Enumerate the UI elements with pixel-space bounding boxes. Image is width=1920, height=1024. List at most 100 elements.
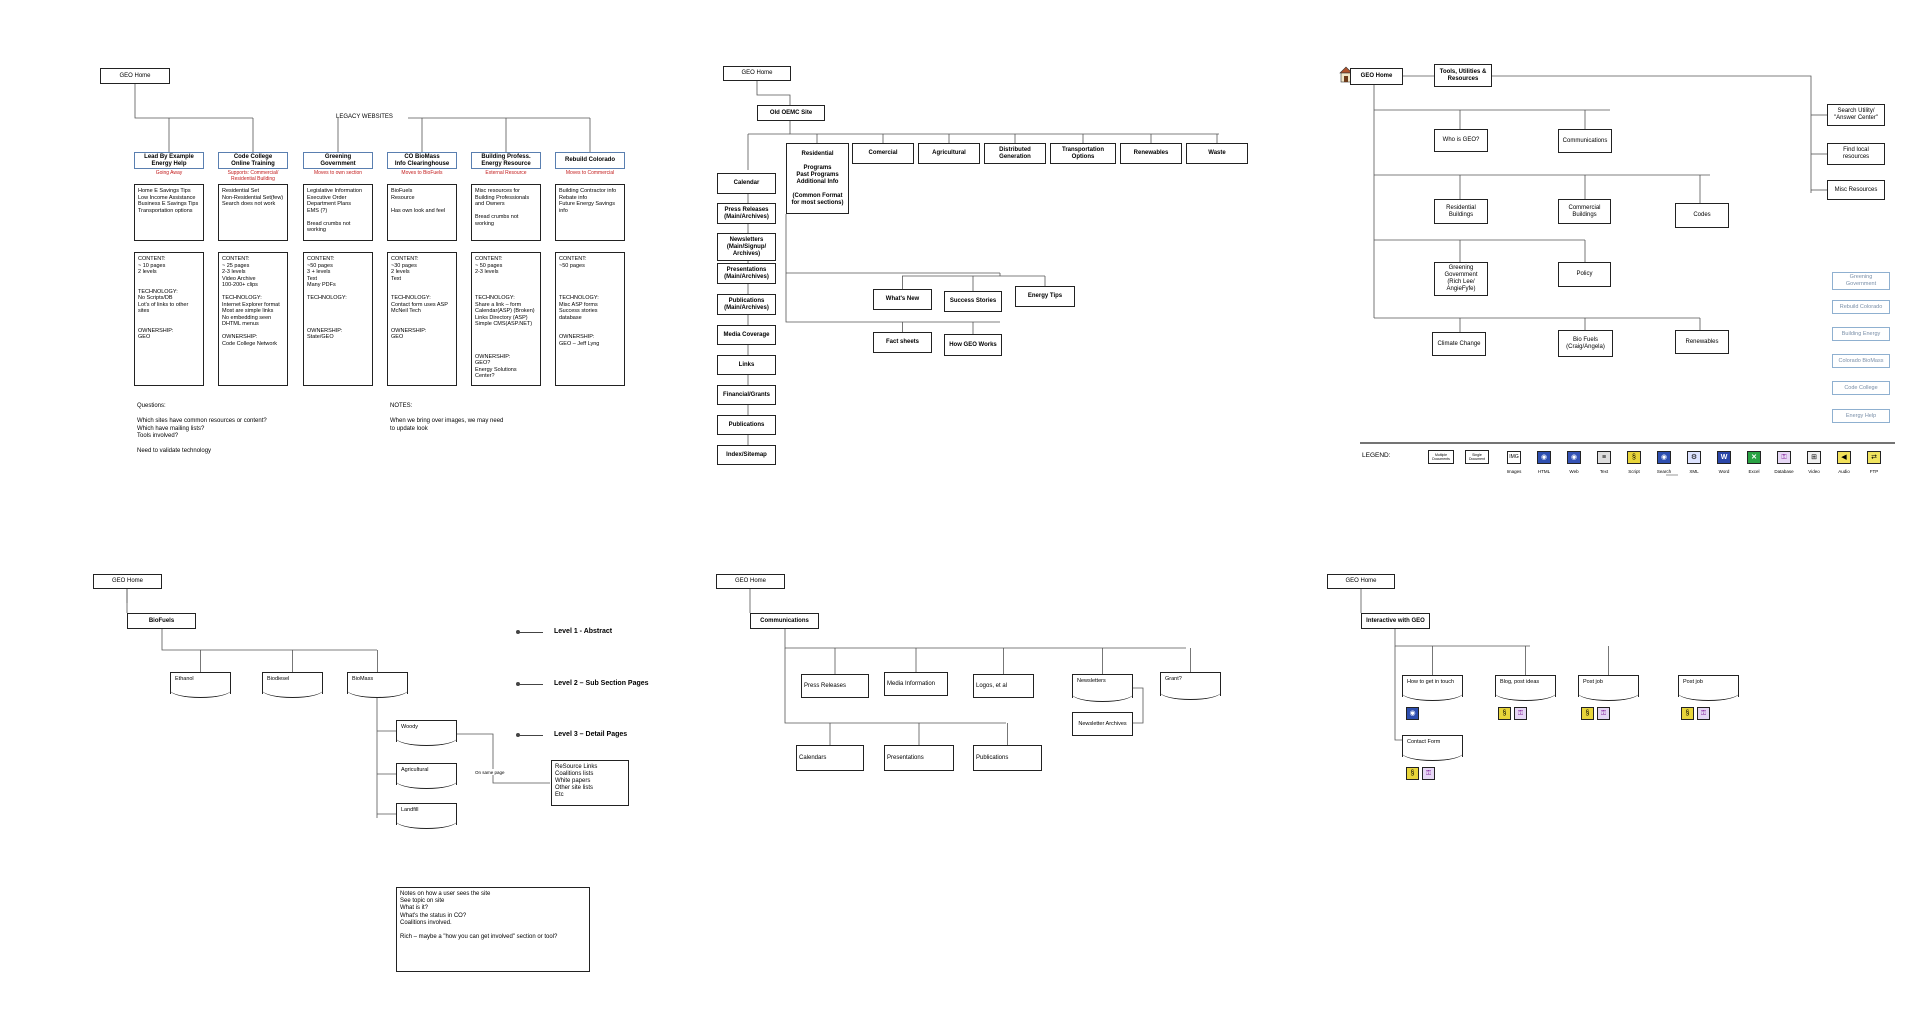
- communications-box: Communications: [750, 613, 819, 629]
- database-icon: ⚿: [1422, 767, 1435, 780]
- node-6: Policy: [1558, 262, 1611, 287]
- ftp-icon: ⇄: [1867, 451, 1881, 464]
- search-icon: ◉: [1406, 707, 1419, 720]
- legacy-site-3: CO BioMass Info Clearinghouse: [387, 152, 457, 169]
- legacy-link-5: Energy Help: [1832, 409, 1890, 423]
- legend-label-3: HTML: [1537, 469, 1551, 474]
- connector-line: [756, 81, 791, 106]
- connector-line: [1394, 646, 1402, 741]
- right-resource-0: Search Utility/ "Answer Center": [1827, 104, 1885, 126]
- oemc-left-3: Presentations (Main/Archives): [717, 263, 776, 284]
- right-resource-2: Misc Resources: [1827, 180, 1885, 200]
- bio-sub-2: Landfill: [396, 803, 457, 829]
- image-icon: IMG: [1507, 451, 1521, 464]
- legend-label-12: Video: [1808, 469, 1820, 474]
- house-icon: [1339, 66, 1353, 83]
- legacy-site-note-0: Going Away: [155, 170, 183, 176]
- legend-label: LEGEND:: [1362, 452, 1391, 459]
- legacy-site-desc-2: Legislative Information Executive Order …: [303, 184, 373, 241]
- biofuels-box: BioFuels: [127, 613, 196, 629]
- notes-text: NOTES: When we bring over images, we may…: [390, 403, 504, 432]
- legacy-site-desc-3: BioFuels Resource Has own look and feel: [387, 184, 457, 241]
- legacy-site-details-2: CONTENT: ~50 pages 3 + levels Text Many …: [303, 252, 373, 386]
- connector-line: [784, 629, 1186, 649]
- legend-label-14: FTP: [1869, 469, 1879, 474]
- geo-home-box-6: GEO Home: [1327, 574, 1395, 589]
- geo-home-box-2: GEO Home: [723, 66, 791, 81]
- legacy-site-2: Greening Government: [303, 152, 373, 169]
- html-icon: ◉: [1537, 451, 1551, 464]
- node-3: Commercial Buildings: [1558, 199, 1611, 224]
- legacy-link-1: Rebuild Colorado: [1832, 300, 1890, 314]
- database-icon: ⚿: [1777, 451, 1791, 464]
- legacy-link-3: Colorado BioMass: [1832, 354, 1890, 368]
- interactive-item-0: How to get in touch: [1402, 675, 1463, 701]
- connector-line: [457, 733, 550, 784]
- node-5: Greening Government (Rich Lee/ AngieFyfe…: [1434, 262, 1488, 296]
- script-icon: §: [1627, 451, 1641, 464]
- oemc-left-9: Index/Sitemap: [717, 445, 776, 465]
- bio-doc-0: Ethanol: [170, 672, 231, 698]
- legend-single-doc: Single Document: [1465, 450, 1489, 464]
- interactive-item-4: Contact Form: [1402, 735, 1463, 761]
- comm-row2-0: Calendars: [796, 745, 864, 771]
- node-8: Bio Fuels (Craig/Angela): [1558, 330, 1613, 357]
- database-icon: ⚿: [1597, 707, 1610, 720]
- legacy-site-details-0: CONTENT: ~ 10 pages 2 levels TECHNOLOGY:…: [134, 252, 204, 386]
- oemc-mid-0: What's New: [873, 289, 932, 310]
- level-arrow-1: [516, 682, 543, 686]
- node-7: Climate Change: [1432, 332, 1486, 356]
- legacy-site-note-3: Moves to BioFuels: [401, 170, 443, 176]
- interactive-item-2: Post job: [1578, 675, 1639, 701]
- comm-row1-0: Press Releases: [801, 674, 869, 698]
- geo-home-box-4: GEO Home: [93, 574, 162, 589]
- geo-home-box-5: GEO Home: [716, 574, 785, 589]
- comm-row1-2: Logos, et al: [973, 674, 1034, 698]
- oemc-top-3: Transportation Options: [1050, 143, 1116, 164]
- comm-row2-1: Presentations: [884, 745, 954, 771]
- comm-row1-3: Newsletters: [1072, 674, 1133, 702]
- oemc-left-7: Financial/Grants: [717, 385, 776, 405]
- script-icon: §: [1498, 707, 1511, 720]
- connector-line: [785, 214, 1000, 323]
- connector-line: [789, 121, 1219, 135]
- interactive-box: Interactive with GEO: [1361, 613, 1430, 629]
- legacy-site-details-3: CONTENT: ~30 pages 2 levels Text TECHNOL…: [387, 252, 457, 386]
- connector-line: [161, 629, 377, 651]
- legacy-link-4: Code College: [1832, 381, 1890, 395]
- user-notes-box: Notes on how a user sees the site See to…: [396, 887, 590, 972]
- legend-label-9: Word: [1718, 469, 1730, 474]
- level-label-1: Level 2 – Sub Section Pages: [554, 680, 649, 687]
- connector-line: [1394, 629, 1530, 647]
- video-icon: ⊞: [1807, 451, 1821, 464]
- legacy-site-0: Lead By Example Energy Help: [134, 152, 204, 169]
- node-1: Communications: [1558, 129, 1612, 153]
- resource-links-box: ReSource Links Coalitions lists White pa…: [551, 760, 629, 806]
- geo-home-box-3: GEO Home: [1350, 68, 1403, 85]
- legacy-link-0: Greening Government: [1832, 272, 1890, 290]
- on-same-page-label: On same page: [475, 769, 515, 775]
- script-icon: §: [1581, 707, 1594, 720]
- bio-sub-1: Agricultural: [396, 763, 457, 789]
- xml-icon: ⚙: [1687, 451, 1701, 464]
- legacy-site-desc-5: Building Contractor info Rebate info Fut…: [555, 184, 625, 241]
- audio-icon: ◀: [1837, 451, 1851, 464]
- level-arrow-2: [516, 733, 543, 737]
- legacy-site-desc-1: Residential Set Non-Residential Set(few)…: [218, 184, 288, 241]
- legacy-site-4: Building Profess. Energy Resource: [471, 152, 541, 169]
- oemc-left-1: Press Releases (Main/Archives): [717, 203, 776, 224]
- search-icon: ◉: [1657, 451, 1671, 464]
- interactive-item-3: Post job: [1678, 675, 1739, 701]
- legend-label-4: Web: [1569, 469, 1579, 474]
- legacy-site-note-1: Supports: Commercial/ Residential Buildi…: [227, 170, 279, 182]
- oemc-top-4: Renewables: [1120, 143, 1182, 164]
- bio-doc-1: Biodiesel: [262, 672, 323, 698]
- legend-label-5: Text: [1599, 469, 1609, 474]
- comm-row1-4: Grant?: [1160, 672, 1221, 700]
- database-icon: ⚿: [1514, 707, 1527, 720]
- oemc-left-6: Links: [717, 355, 776, 375]
- legacy-site-note-5: Moves to Commercial: [565, 170, 615, 176]
- level-arrow-0: [516, 630, 543, 634]
